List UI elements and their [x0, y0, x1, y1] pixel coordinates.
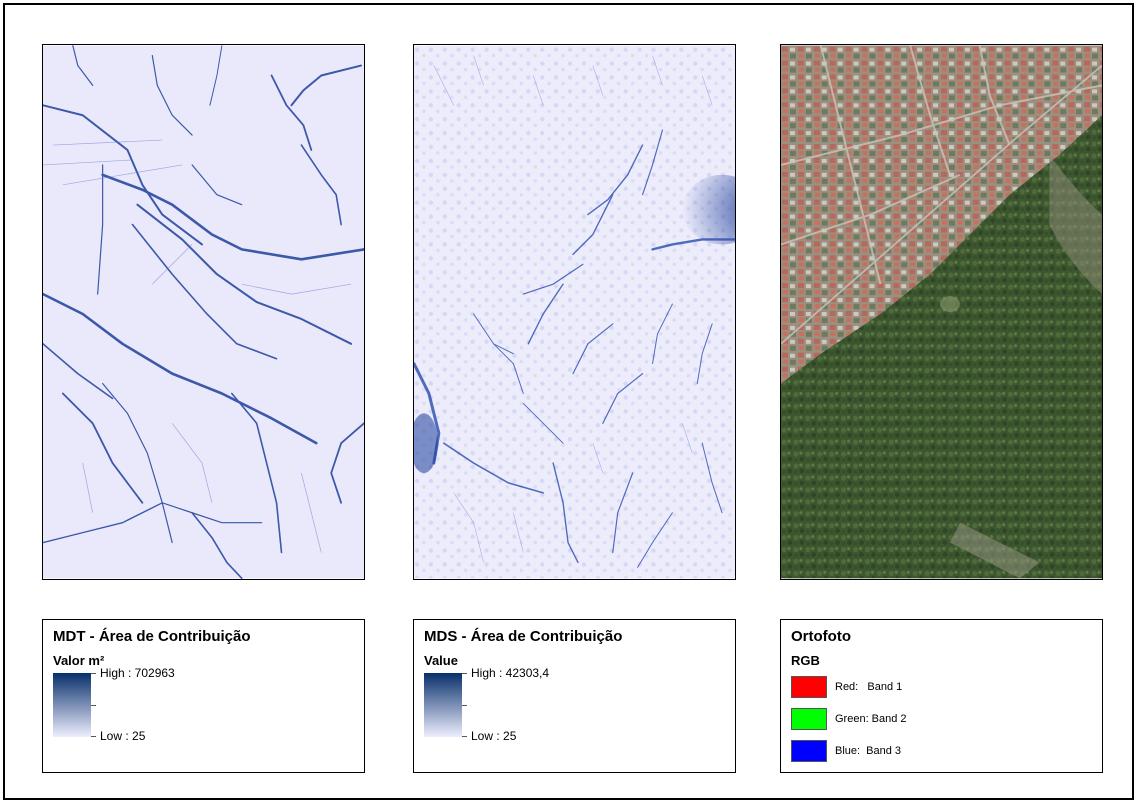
red-band-label: Red: Band 1 — [835, 681, 903, 693]
mds-legend-subtitle: Value — [424, 653, 458, 668]
ortofoto-legend-subtitle: RGB — [791, 653, 820, 668]
mdt-map-panel[interactable] — [42, 44, 365, 580]
mdt-ramp-tick-mid — [91, 705, 96, 706]
ortofoto-raster — [781, 45, 1102, 579]
green-band-label: Green: Band 2 — [835, 713, 907, 725]
mds-color-ramp — [424, 673, 462, 737]
mdt-ramp-high-label: High : 702963 — [100, 666, 175, 680]
mds-map-panel[interactable] — [413, 44, 736, 580]
mdt-ramp-tick-low — [91, 736, 96, 737]
mdt-legend: MDT - Área de Contribuição Valor m² High… — [42, 619, 365, 773]
mds-ramp-tick-low — [462, 736, 467, 737]
mds-legend: MDS - Área de Contribuição Value High : … — [413, 619, 736, 773]
mdt-color-ramp — [53, 673, 91, 737]
ortofoto-map-panel[interactable] — [780, 44, 1103, 580]
mdt-ramp-tick-high — [91, 673, 96, 674]
mdt-flow-raster — [43, 45, 364, 579]
ortofoto-legend-title: Ortofoto — [791, 628, 851, 645]
blue-band-label: Blue: Band 3 — [835, 745, 902, 757]
green-band-swatch — [791, 708, 827, 730]
red-band-swatch — [791, 676, 827, 698]
mds-flow-raster — [414, 45, 735, 579]
blue-band-swatch — [791, 740, 827, 762]
mds-ramp-tick-high — [462, 673, 467, 674]
mds-ramp-low-label: Low : 25 — [471, 729, 517, 743]
mdt-legend-subtitle: Valor m² — [53, 653, 105, 668]
mds-legend-title: MDS - Área de Contribuição — [424, 628, 623, 645]
mdt-legend-title: MDT - Área de Contribuição — [53, 628, 251, 645]
ortofoto-legend: Ortofoto RGB Red: Band 1 Green: Band 2 B… — [780, 619, 1103, 773]
mds-ramp-high-label: High : 42303,4 — [471, 666, 550, 680]
mds-ramp-tick-mid — [462, 705, 467, 706]
mdt-ramp-low-label: Low : 25 — [100, 729, 146, 743]
